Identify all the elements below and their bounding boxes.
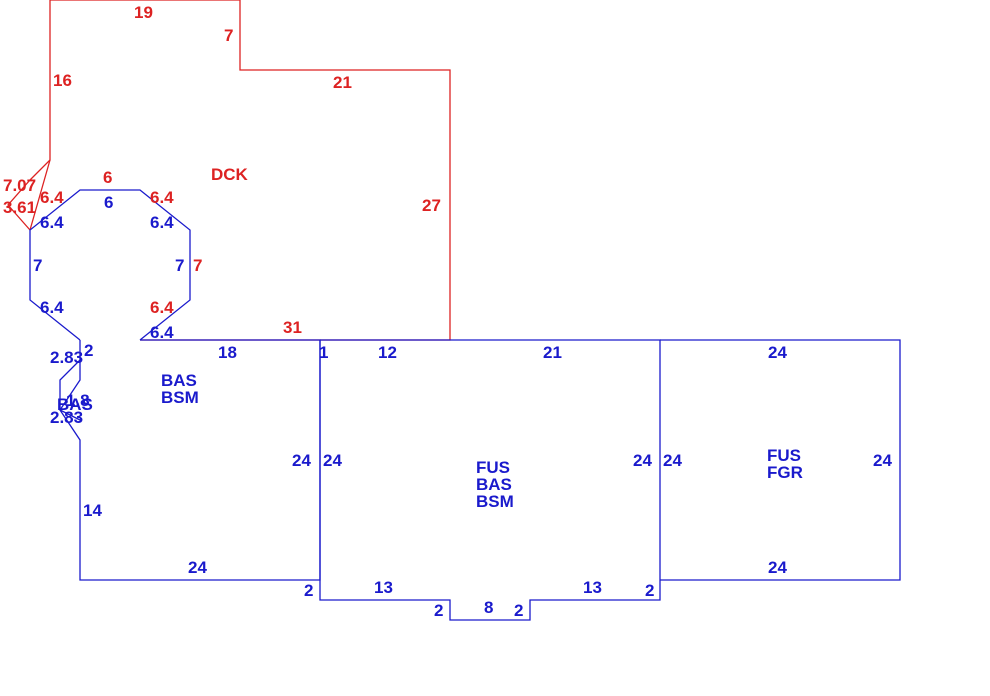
- ffg-dim-top: 24: [768, 343, 787, 362]
- deck-dim-left: 16: [53, 71, 72, 90]
- deck-dim-right: 27: [422, 196, 441, 215]
- fbb-dim-corner-right: 2: [645, 581, 654, 600]
- bay-dim-lower-left: 6.4: [40, 298, 64, 317]
- deck-diagonal: [29, 159, 51, 231]
- bas-small-dim-1: 1.8: [66, 391, 90, 410]
- bay-dim-upper-right: 6.4: [150, 213, 174, 232]
- bas-small-labels: 1.8 2 BAS: [57, 341, 93, 414]
- bas-bsm-dim-diag-top: 2.83: [50, 348, 83, 367]
- bay-dim-upper-left: 6.4: [40, 213, 64, 232]
- bay-outline: [29, 189, 191, 341]
- bas-bsm-dim-top: 18: [218, 343, 237, 362]
- fbb-dim-notch-right: 2: [514, 601, 523, 620]
- deck-dim-bay-lower: 6.4: [150, 298, 174, 317]
- bas-bsm-area-line-1: BAS: [161, 371, 197, 390]
- fbb-dim-notch-left: 2: [434, 601, 443, 620]
- fbb-dim-right: 24: [633, 451, 652, 470]
- fus-fgr-labels: 24 24 24 24 FUS FGR: [663, 343, 892, 577]
- bas-bsm-area-line-2: BSM: [161, 388, 199, 407]
- bas-small-dim-2: 2: [84, 341, 93, 360]
- fbb-dim-bottom-left: 13: [374, 578, 393, 597]
- deck-dim-top: 19: [134, 3, 153, 22]
- fus-bas-bsm-labels: 12 21 24 24 13 13 2 2 2 8 2 FUS BAS BSM: [323, 343, 654, 620]
- fbb-dim-top-right: 21: [543, 343, 562, 362]
- bas-bsm-dim-left: 14: [83, 501, 102, 520]
- bas-bsm-dim-corner: 2: [304, 581, 313, 600]
- deck-dim-step: 7: [224, 26, 233, 45]
- bas-bsm-dim-right: 24: [292, 451, 311, 470]
- bay-dim-left: 7: [33, 256, 42, 275]
- bas-bsm-dim-bottom: 24: [188, 558, 207, 577]
- deck-dim-bay-right: 6.4: [150, 188, 174, 207]
- fbb-dim-left: 24: [323, 451, 342, 470]
- bay-dim-lower-right: 6.4: [150, 323, 174, 342]
- ffg-dim-left: 24: [663, 451, 682, 470]
- ffg-dim-bottom: 24: [768, 558, 787, 577]
- deck-dim-bay-left: 6.4: [40, 188, 64, 207]
- ffg-area-line-2: FGR: [767, 463, 803, 482]
- deck-dim-upper-right: 21: [333, 73, 352, 92]
- fbb-dim-bottom-right: 13: [583, 578, 602, 597]
- bay-dim-right: 7: [175, 256, 184, 275]
- deck-dim-bay-side: 7: [193, 256, 202, 275]
- fbb-area-line-1: FUS: [476, 458, 510, 477]
- deck-labels: 19 7 21 16 27 7.07 3.61 6.4 6 6.4 7 6.4 …: [3, 3, 441, 337]
- fbb-area-line-2: BAS: [476, 475, 512, 494]
- deck-dim-bottom: 31: [283, 318, 302, 337]
- deck-dim-diag-b: 3.61: [3, 198, 36, 217]
- bay-dim-top: 6: [104, 193, 113, 212]
- fus-fgr-outline: [660, 339, 901, 581]
- fbb-dim-top-left: 12: [378, 343, 397, 362]
- bas-small-area-label: BAS: [57, 395, 93, 414]
- bas-small-outline: [59, 359, 81, 421]
- bas-bsm-labels: 18 1 24 24 14 2 2.83 2.83 BAS BSM: [50, 343, 328, 600]
- ffg-dim-right: 24: [873, 451, 892, 470]
- deck-area-label: DCK: [211, 165, 249, 184]
- fbb-dim-notch-bottom: 8: [484, 598, 493, 617]
- fus-bas-bsm-outline: [319, 339, 661, 621]
- ffg-area-line-1: FUS: [767, 446, 801, 465]
- fbb-area-line-3: BSM: [476, 492, 514, 511]
- deck-dim-diag-a: 7.07: [3, 176, 36, 195]
- bas-bsm-dim-join: 1: [319, 343, 328, 362]
- deck-outline-left: [7, 0, 51, 231]
- deck-dim-bay-top: 6: [103, 168, 112, 187]
- bay-labels: 6 6.4 6.4 7 7 6.4 6.4: [33, 193, 184, 342]
- bas-bsm-dim-diag-bottom: 2.83: [50, 408, 83, 427]
